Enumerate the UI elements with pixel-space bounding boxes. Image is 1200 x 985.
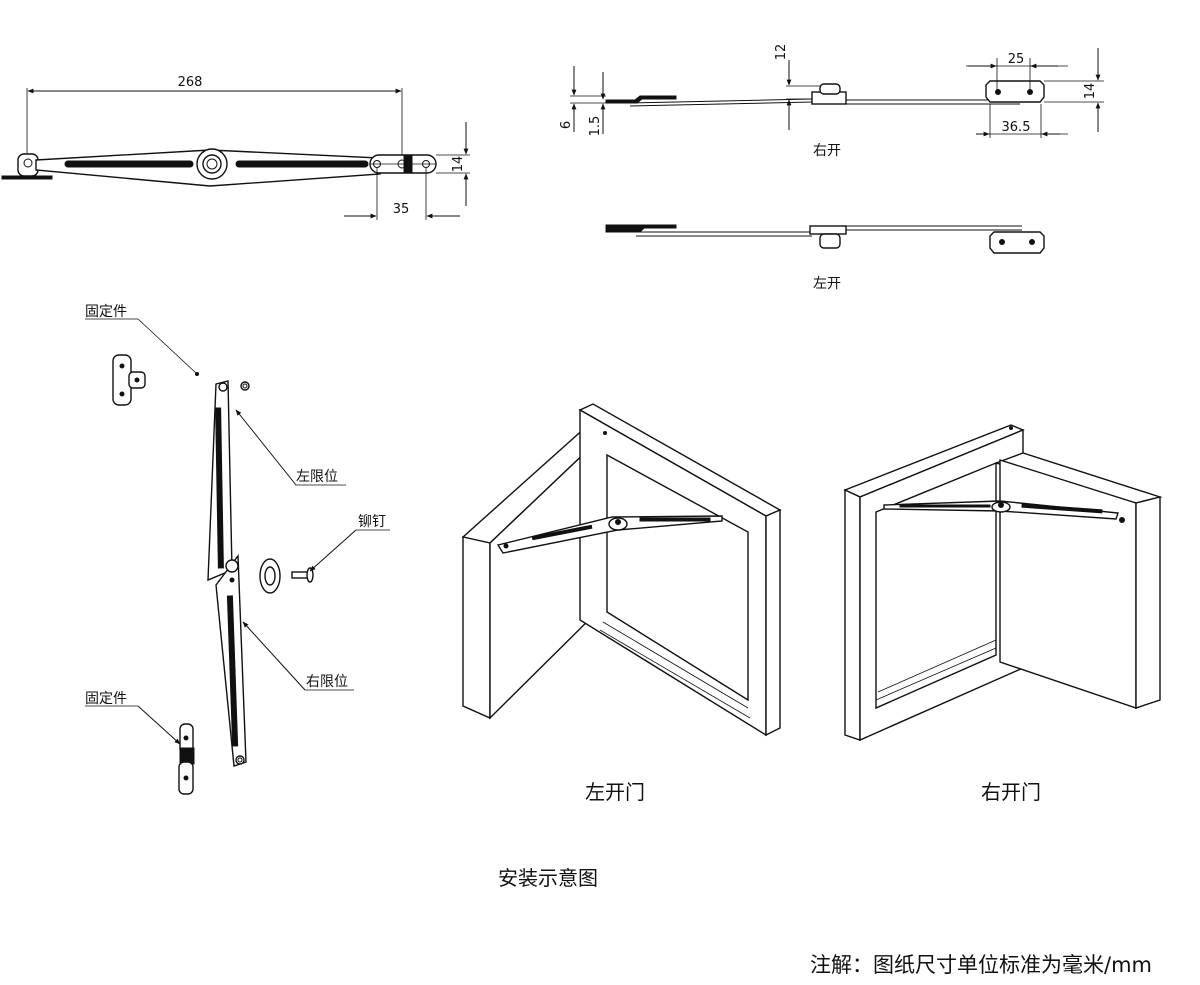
- side-view-left-open: 左开: [605, 224, 1045, 292]
- dim-height-14-right: 14: [1083, 83, 1098, 100]
- dim-hole-offset: 35: [393, 202, 410, 217]
- caption-install-diagram: 安装示意图: [498, 866, 598, 890]
- dim-height-side: 14: [451, 156, 466, 173]
- dim-offset-6: 6: [559, 121, 574, 129]
- label-left-open-small: 左开: [813, 276, 841, 292]
- dim-span-36-5: 36.5: [1002, 120, 1031, 135]
- dim-offset-12: 12: [774, 44, 789, 61]
- side-view-right-open: 25 14 36.5 12 6 1.5 右开: [559, 44, 1104, 159]
- dim-length: 268: [178, 75, 203, 90]
- dim-thickness: 1.5: [588, 116, 603, 137]
- left-door-illustration: [461, 403, 782, 737]
- label-fixing-piece-top: 固定件: [85, 304, 127, 320]
- right-door-illustration: [843, 424, 1163, 742]
- label-rivet: 铆钉: [358, 514, 386, 530]
- caption-right-door: 右开门: [981, 780, 1041, 804]
- label-right-limit: 右限位: [306, 674, 348, 690]
- label-fixing-piece-bottom: 固定件: [85, 691, 127, 707]
- label-right-open-small: 右开: [813, 143, 841, 159]
- top-view-stay: 268 14 35: [1, 75, 470, 220]
- exploded-view: 固定件 左限位 铆钉 右限位: [85, 304, 390, 795]
- label-left-limit: 左限位: [296, 469, 338, 485]
- dim-width-25: 25: [1008, 52, 1025, 67]
- note-units: 注解：图纸尺寸单位标准为毫米/mm: [810, 953, 1152, 977]
- caption-left-door: 左开门: [585, 780, 645, 804]
